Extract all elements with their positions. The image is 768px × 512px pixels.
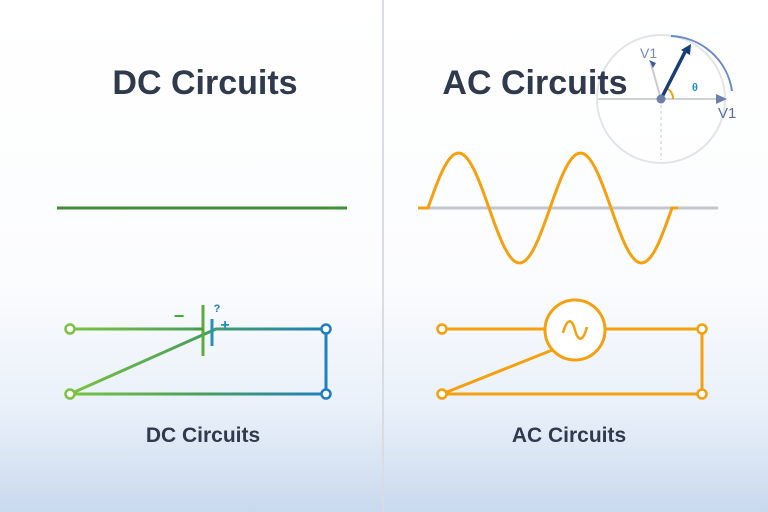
dc-title: DC Circuits [112, 64, 298, 102]
terminal-node [436, 323, 448, 335]
terminal-node [436, 388, 448, 400]
ac-sine-wave [418, 151, 678, 265]
ac-title: AC Circuits [442, 64, 628, 102]
terminal-node [320, 388, 332, 400]
terminal-node [320, 323, 332, 335]
dc-circuit: − + ? [64, 303, 332, 400]
ac-circuit [436, 298, 708, 400]
tilde-icon [561, 320, 589, 340]
phasor-diagram: V1 θ V1 [596, 34, 736, 164]
battery-minus: − [174, 306, 185, 326]
terminal-node [64, 323, 76, 335]
battery-plus: + [220, 317, 229, 334]
terminal-node [64, 388, 76, 400]
phasor-angle-label: θ [692, 82, 698, 94]
phasor-vector-label: V1 [640, 45, 657, 61]
phasor-axis-label: V1 [718, 105, 736, 122]
battery-question: ? [214, 303, 221, 315]
phasor-vector [659, 51, 687, 100]
dc-label: DC Circuits [145, 424, 261, 447]
terminal-node [696, 323, 708, 335]
ac-label: AC Circuits [511, 424, 627, 447]
terminal-node [696, 388, 708, 400]
